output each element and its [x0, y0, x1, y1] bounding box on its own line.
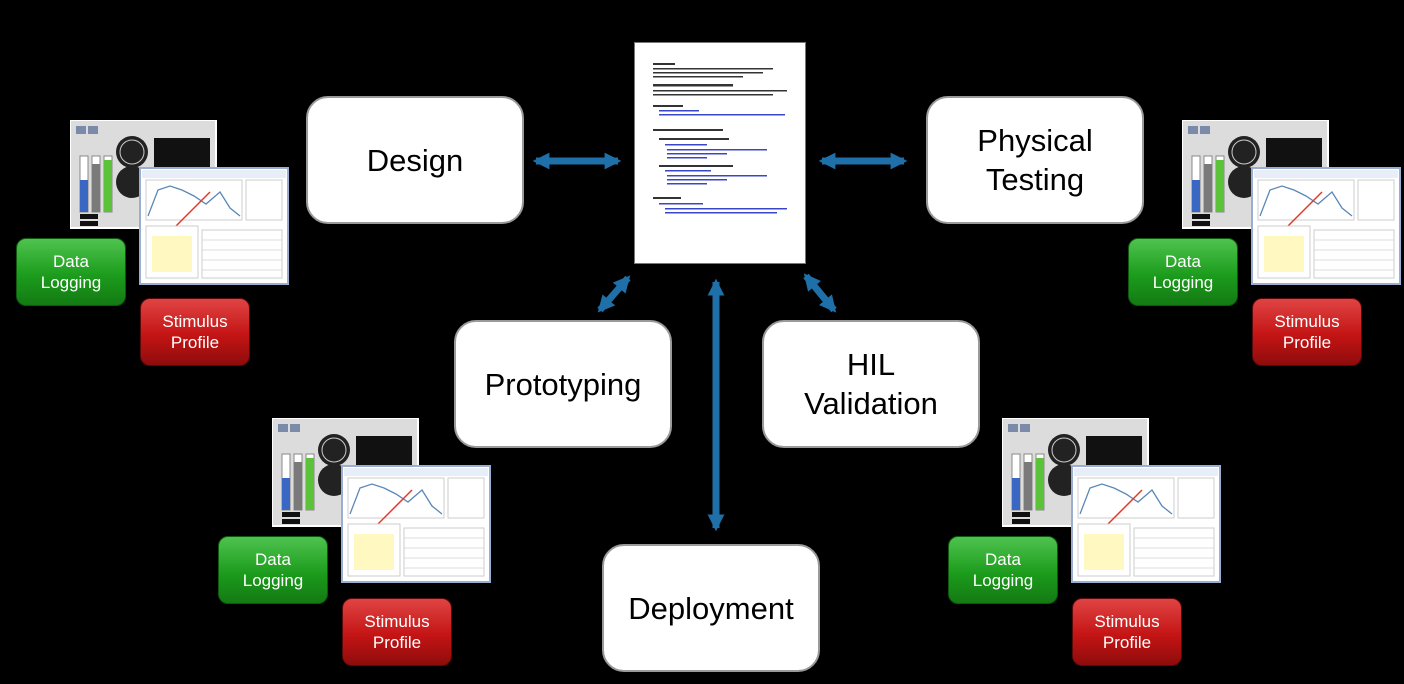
data-logging-label: Data Logging [972, 550, 1034, 590]
daq-screenshot-hil [1002, 418, 1221, 583]
stimulus-profile-button-prototyping[interactable]: Stimulus Profile [342, 598, 452, 666]
document-text-lines [653, 63, 787, 214]
rpm-chart-thumbnail [341, 465, 491, 583]
stimulus-profile-label: Stimulus Profile [1094, 612, 1160, 652]
prototyping-stage: Prototyping [454, 320, 672, 448]
data-logging-label: Data Logging [40, 252, 102, 292]
design-label: Design [366, 142, 464, 178]
physical-testing-label: Physical Testing [977, 123, 1093, 197]
deployment-stage: Deployment [602, 544, 820, 672]
hil-validation-stage: HIL Validation [762, 320, 980, 448]
data-logging-label: Data Logging [1152, 252, 1214, 292]
requirements-document [634, 42, 806, 264]
arrow-document-prototyping [597, 275, 631, 313]
daq-screenshot-testing [1182, 120, 1401, 285]
data-logging-label: Data Logging [242, 550, 304, 590]
daq-screenshot-design [70, 120, 289, 285]
data-logging-button-prototyping[interactable]: Data Logging [218, 536, 328, 604]
stimulus-profile-button-design[interactable]: Stimulus Profile [140, 298, 250, 366]
rpm-chart-thumbnail [1251, 167, 1401, 285]
rpm-chart-thumbnail [139, 167, 289, 285]
hil-validation-label: HIL Validation [804, 347, 938, 421]
stimulus-profile-button-testing[interactable]: Stimulus Profile [1252, 298, 1362, 366]
prototyping-label: Prototyping [484, 366, 642, 402]
rpm-chart-thumbnail [1071, 465, 1221, 583]
data-logging-button-testing[interactable]: Data Logging [1128, 238, 1238, 306]
stimulus-profile-label: Stimulus Profile [364, 612, 430, 652]
stimulus-profile-label: Stimulus Profile [162, 312, 228, 352]
data-logging-button-design[interactable]: Data Logging [16, 238, 126, 306]
physical-testing-stage: Physical Testing [926, 96, 1144, 224]
design-stage: Design [306, 96, 524, 224]
deployment-label: Deployment [628, 590, 794, 626]
daq-screenshot-prototyping [272, 418, 491, 583]
data-logging-button-hil[interactable]: Data Logging [948, 536, 1058, 604]
arrow-document-hil [803, 273, 837, 313]
stimulus-profile-label: Stimulus Profile [1274, 312, 1340, 352]
stimulus-profile-button-hil[interactable]: Stimulus Profile [1072, 598, 1182, 666]
